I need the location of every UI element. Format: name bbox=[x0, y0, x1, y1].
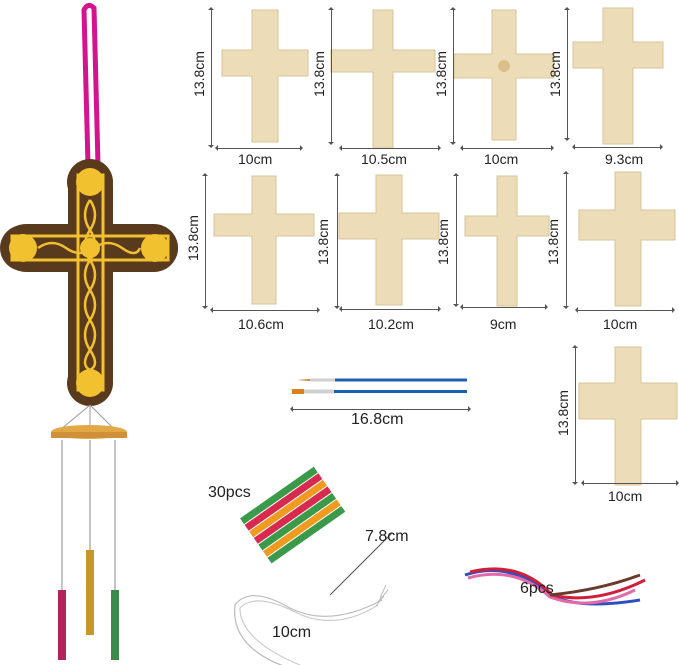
string-length-label: 10cm bbox=[272, 624, 312, 641]
height-dimension-line bbox=[208, 7, 214, 148]
width-dimension-line bbox=[581, 480, 679, 486]
width-dimension-line bbox=[339, 306, 441, 312]
tube-gold bbox=[86, 550, 94, 635]
tube-pink bbox=[58, 590, 66, 660]
width-label: 10cm bbox=[238, 151, 273, 167]
width-label: 10cm bbox=[608, 488, 643, 504]
height-dimension-line bbox=[572, 345, 578, 485]
width-label: 9.3cm bbox=[605, 151, 644, 167]
width-dimension-line bbox=[460, 304, 548, 310]
width-label: 10cm bbox=[484, 151, 519, 167]
tubes-count-label: 30pcs bbox=[208, 484, 251, 501]
height-dimension-line bbox=[334, 173, 340, 309]
width-label: 10.2cm bbox=[368, 316, 414, 332]
brush-length-label: 16.8cm bbox=[351, 411, 404, 428]
tube-green bbox=[111, 590, 119, 660]
width-dimension-line bbox=[339, 145, 441, 151]
height-dimension-line bbox=[563, 171, 569, 309]
brush-length-line bbox=[290, 406, 471, 412]
ribbons-count-label: 6pcs bbox=[520, 580, 554, 597]
width-dimension-line bbox=[210, 307, 320, 313]
width-dimension-line bbox=[460, 145, 554, 151]
tube-length-label: 7.8cm bbox=[365, 528, 409, 545]
height-dimension-line bbox=[453, 173, 459, 307]
width-dimension-line bbox=[215, 145, 303, 151]
width-dimension-line bbox=[575, 307, 675, 313]
width-label: 10.6cm bbox=[238, 316, 284, 332]
height-dimension-line bbox=[202, 173, 208, 309]
width-label: 9cm bbox=[490, 316, 517, 332]
height-dimension-line bbox=[328, 7, 334, 145]
height-dimension-line bbox=[564, 7, 570, 141]
width-label: 10cm bbox=[603, 316, 638, 332]
width-dimension-line bbox=[572, 144, 663, 150]
height-dimension-line bbox=[450, 7, 456, 145]
width-label: 10.5cm bbox=[361, 151, 407, 167]
